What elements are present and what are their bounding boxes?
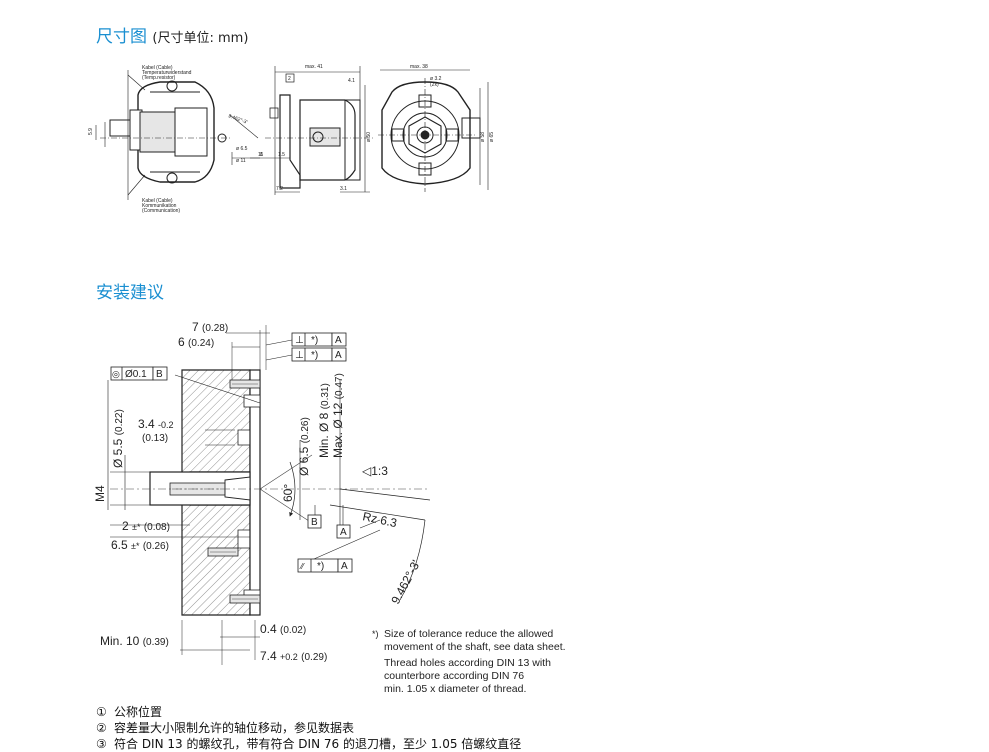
- datum-b: B: [311, 517, 318, 528]
- dim-dia-6-5-cone: Ø 6.5 (0.26): [297, 417, 311, 476]
- dimensions-title: 尺寸图: [96, 27, 147, 47]
- dim-dia-58: ø 58: [480, 132, 486, 142]
- screw-mid: [207, 547, 239, 557]
- dim-min-dia-8: Min. Ø 8 (0.31): [317, 383, 331, 458]
- datum-a: A: [340, 527, 347, 538]
- taper-ratio: ◁1:3: [361, 464, 388, 478]
- tolerance-frame-parallel: ⁄⁄ *) A: [297, 558, 353, 573]
- footnote-line: min. 1.05 x diameter of thread.: [384, 683, 527, 695]
- dimensions-unit: (尺寸单位: mm): [152, 31, 249, 46]
- dim-8: 8: [260, 152, 263, 158]
- dim-dia-6-5: ø 6.5: [236, 146, 248, 152]
- dim-angle-top: 9.462°-3': [227, 113, 248, 125]
- profile-dims: max. 41 4.1 2 11 8 1.5 7.2 3.1 ø 50: [258, 64, 372, 192]
- dim-dia-3-2: ø 3.2: [430, 76, 442, 82]
- dim-7-4: 7.4 +0.2 (0.29): [260, 649, 327, 663]
- taper-angle: 9.462°-3': [388, 558, 423, 607]
- footnote-line: movement of the shaft, see data sheet.: [384, 641, 566, 653]
- dim-dia-11: ø 11: [236, 158, 246, 164]
- dim-max-dia-12: Max. Ø 12 (0.47): [331, 373, 345, 458]
- cable-comm-line-3: (Communication): [142, 208, 180, 214]
- mounting-dimensions: 7 (0.28) 6 (0.24) 3.4 -0.2 (0.13) Ø 5.5 …: [93, 320, 423, 663]
- dimensions-heading: 尺寸图 (尺寸单位: mm): [96, 22, 248, 47]
- dim-max-38: max. 38: [410, 64, 428, 70]
- footnote: *) Size of tolerance reduce the allowed …: [372, 628, 566, 696]
- datum-labels: B A: [307, 514, 351, 539]
- datum-a-1: A: [335, 335, 342, 346]
- dim-4-1: 4.1: [348, 78, 355, 84]
- parallel-symbol: ⁄⁄: [299, 562, 305, 571]
- mounting-section: [107, 325, 431, 665]
- cable-comm-line-2: Kommunikation: [142, 203, 177, 209]
- dim-2: 2 ±* (0.08): [122, 519, 170, 533]
- concentricity-symbol: ◎: [112, 369, 120, 379]
- dim-7-2: 7.2: [276, 186, 283, 192]
- cable-comm-line-1: Kabel (Cable): [142, 198, 173, 204]
- concentricity-value: Ø0.1: [125, 369, 147, 380]
- datum-b-ref: B: [156, 369, 163, 380]
- footnote-line: Thread holes according DIN 13 with: [384, 657, 551, 669]
- thread-m4: M4: [93, 485, 107, 502]
- screw-bottom: [229, 594, 261, 604]
- perp-symbol-1: ⊥: [295, 335, 304, 346]
- dim-dia-50: ø 50: [366, 132, 372, 142]
- tolerance-frame-perp-2: ⊥ *) A: [291, 347, 347, 362]
- dim-dia-65: ø 65: [489, 132, 495, 142]
- surface-roughness: Rz 6.3: [361, 509, 398, 530]
- dim-6: 6 (0.24): [178, 335, 214, 349]
- dim-3-1: 3.1: [340, 186, 347, 192]
- tolerance-frame-concentricity: ◎ Ø0.1 B: [110, 366, 168, 381]
- footnote-line: Size of tolerance reduce the allowed: [384, 628, 554, 640]
- cable-temp-line-2: Temperaturwiderstand: [142, 70, 192, 76]
- dim-11: 11: [258, 152, 263, 158]
- encoder-front-view: [378, 69, 489, 192]
- dim-6-5-axial: 6.5 ±* (0.26): [111, 538, 169, 552]
- encoder-side-view: [95, 70, 260, 200]
- dim-0-4: 0.4 (0.02): [260, 622, 306, 636]
- mounting-heading: 安装建议: [96, 278, 164, 303]
- tolerance-frame-perp-1: ⊥ *) A: [291, 332, 347, 347]
- dim-max-41: max. 41: [305, 64, 323, 70]
- footnote-mark: *): [372, 629, 379, 639]
- dim-min-10: Min. 10 (0.39): [100, 634, 169, 648]
- dim-3-4: 3.4 -0.2: [138, 417, 174, 431]
- encoder-profile-view: [250, 66, 375, 195]
- dim-3-4-inch: (0.13): [142, 433, 168, 444]
- cone-angle: 60°: [281, 484, 295, 502]
- dim-2x: (2x): [430, 82, 439, 88]
- datum-a-3: A: [341, 561, 348, 572]
- footnote-line: counterbore according DIN 76: [384, 670, 525, 682]
- dim-1-5: 1.5: [278, 152, 285, 158]
- screw-top: [229, 379, 261, 389]
- datum-2: 2: [288, 76, 291, 82]
- front-dims: max. 38 ø 3.2 (2x) ø 58 ø 65: [410, 64, 495, 142]
- datum-a-2: A: [335, 350, 342, 361]
- dim-dia-5-5: Ø 5.5 (0.22): [111, 409, 125, 468]
- star-note-2: *): [311, 350, 318, 361]
- perp-symbol-2: ⊥: [295, 350, 304, 361]
- cable-temp-line-3: (Temp.resistor): [142, 75, 176, 81]
- star-note-3: *): [317, 561, 324, 572]
- star-note-1: *): [311, 335, 318, 346]
- dim-7: 7 (0.28): [192, 320, 228, 334]
- mounting-title: 安装建议: [96, 283, 164, 303]
- cable-temp-line-1: Kabel (Cable): [142, 65, 173, 71]
- dim-5-9: 5.9: [88, 128, 94, 135]
